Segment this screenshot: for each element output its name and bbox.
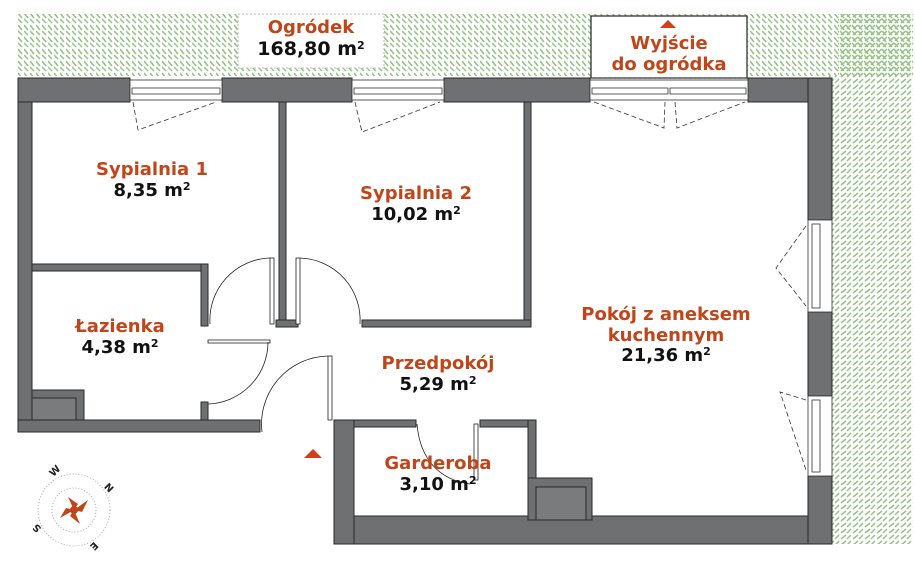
room-area: 10,02 m2 xyxy=(371,203,461,225)
room-name-line1: Pokój z aneksem xyxy=(581,304,751,325)
garden-exit-label: Wyjście do ogródka xyxy=(591,33,747,75)
window-swings xyxy=(132,101,807,471)
exit-arrow-icon xyxy=(660,20,676,28)
garden-area xyxy=(18,14,913,544)
room-name: Sypialnia 2 xyxy=(360,183,472,204)
room-name: Sypialnia 1 xyxy=(96,159,208,180)
walls xyxy=(17,77,833,545)
room-sypialnia-1: Sypialnia 1 8,35 m2 xyxy=(62,159,242,201)
room-lazienka: Łazienka 4,38 m2 xyxy=(40,316,200,358)
room-area: 8,35 m2 xyxy=(113,179,191,201)
compass-icon xyxy=(37,473,111,547)
doors xyxy=(207,257,479,485)
garden-name: Ogródek xyxy=(267,17,355,38)
room-area: 5,29 m2 xyxy=(399,373,477,395)
room-sypialnia-2: Sypialnia 2 10,02 m2 xyxy=(326,183,506,225)
room-przedpokoj: Przedpokój 5,29 m2 xyxy=(358,353,518,395)
windows xyxy=(129,79,833,477)
room-area: 3,10 m2 xyxy=(399,473,477,495)
garden-exit-line1: Wyjście xyxy=(630,33,708,54)
garden-label-box xyxy=(237,13,385,69)
room-area: 21,36 m2 xyxy=(621,345,711,367)
room-name: Łazienka xyxy=(75,316,165,337)
room-pokoj-z-aneksem: Pokój z aneksem kuchennym 21,36 m2 xyxy=(566,304,766,367)
room-area: 4,38 m2 xyxy=(81,336,159,358)
room-name-line2: kuchennym xyxy=(607,324,725,346)
garden-exit-line2: do ogródka xyxy=(611,53,727,75)
entrance-arrow-icon xyxy=(304,449,322,458)
garden-label: Ogródek 168,80 m2 xyxy=(238,17,384,61)
garden-area-value: 168,80 m2 xyxy=(257,37,365,60)
room-name: Przedpokój xyxy=(381,353,495,374)
room-name: Garderoba xyxy=(384,453,492,474)
room-garderoba: Garderoba 3,10 m2 xyxy=(358,453,518,495)
